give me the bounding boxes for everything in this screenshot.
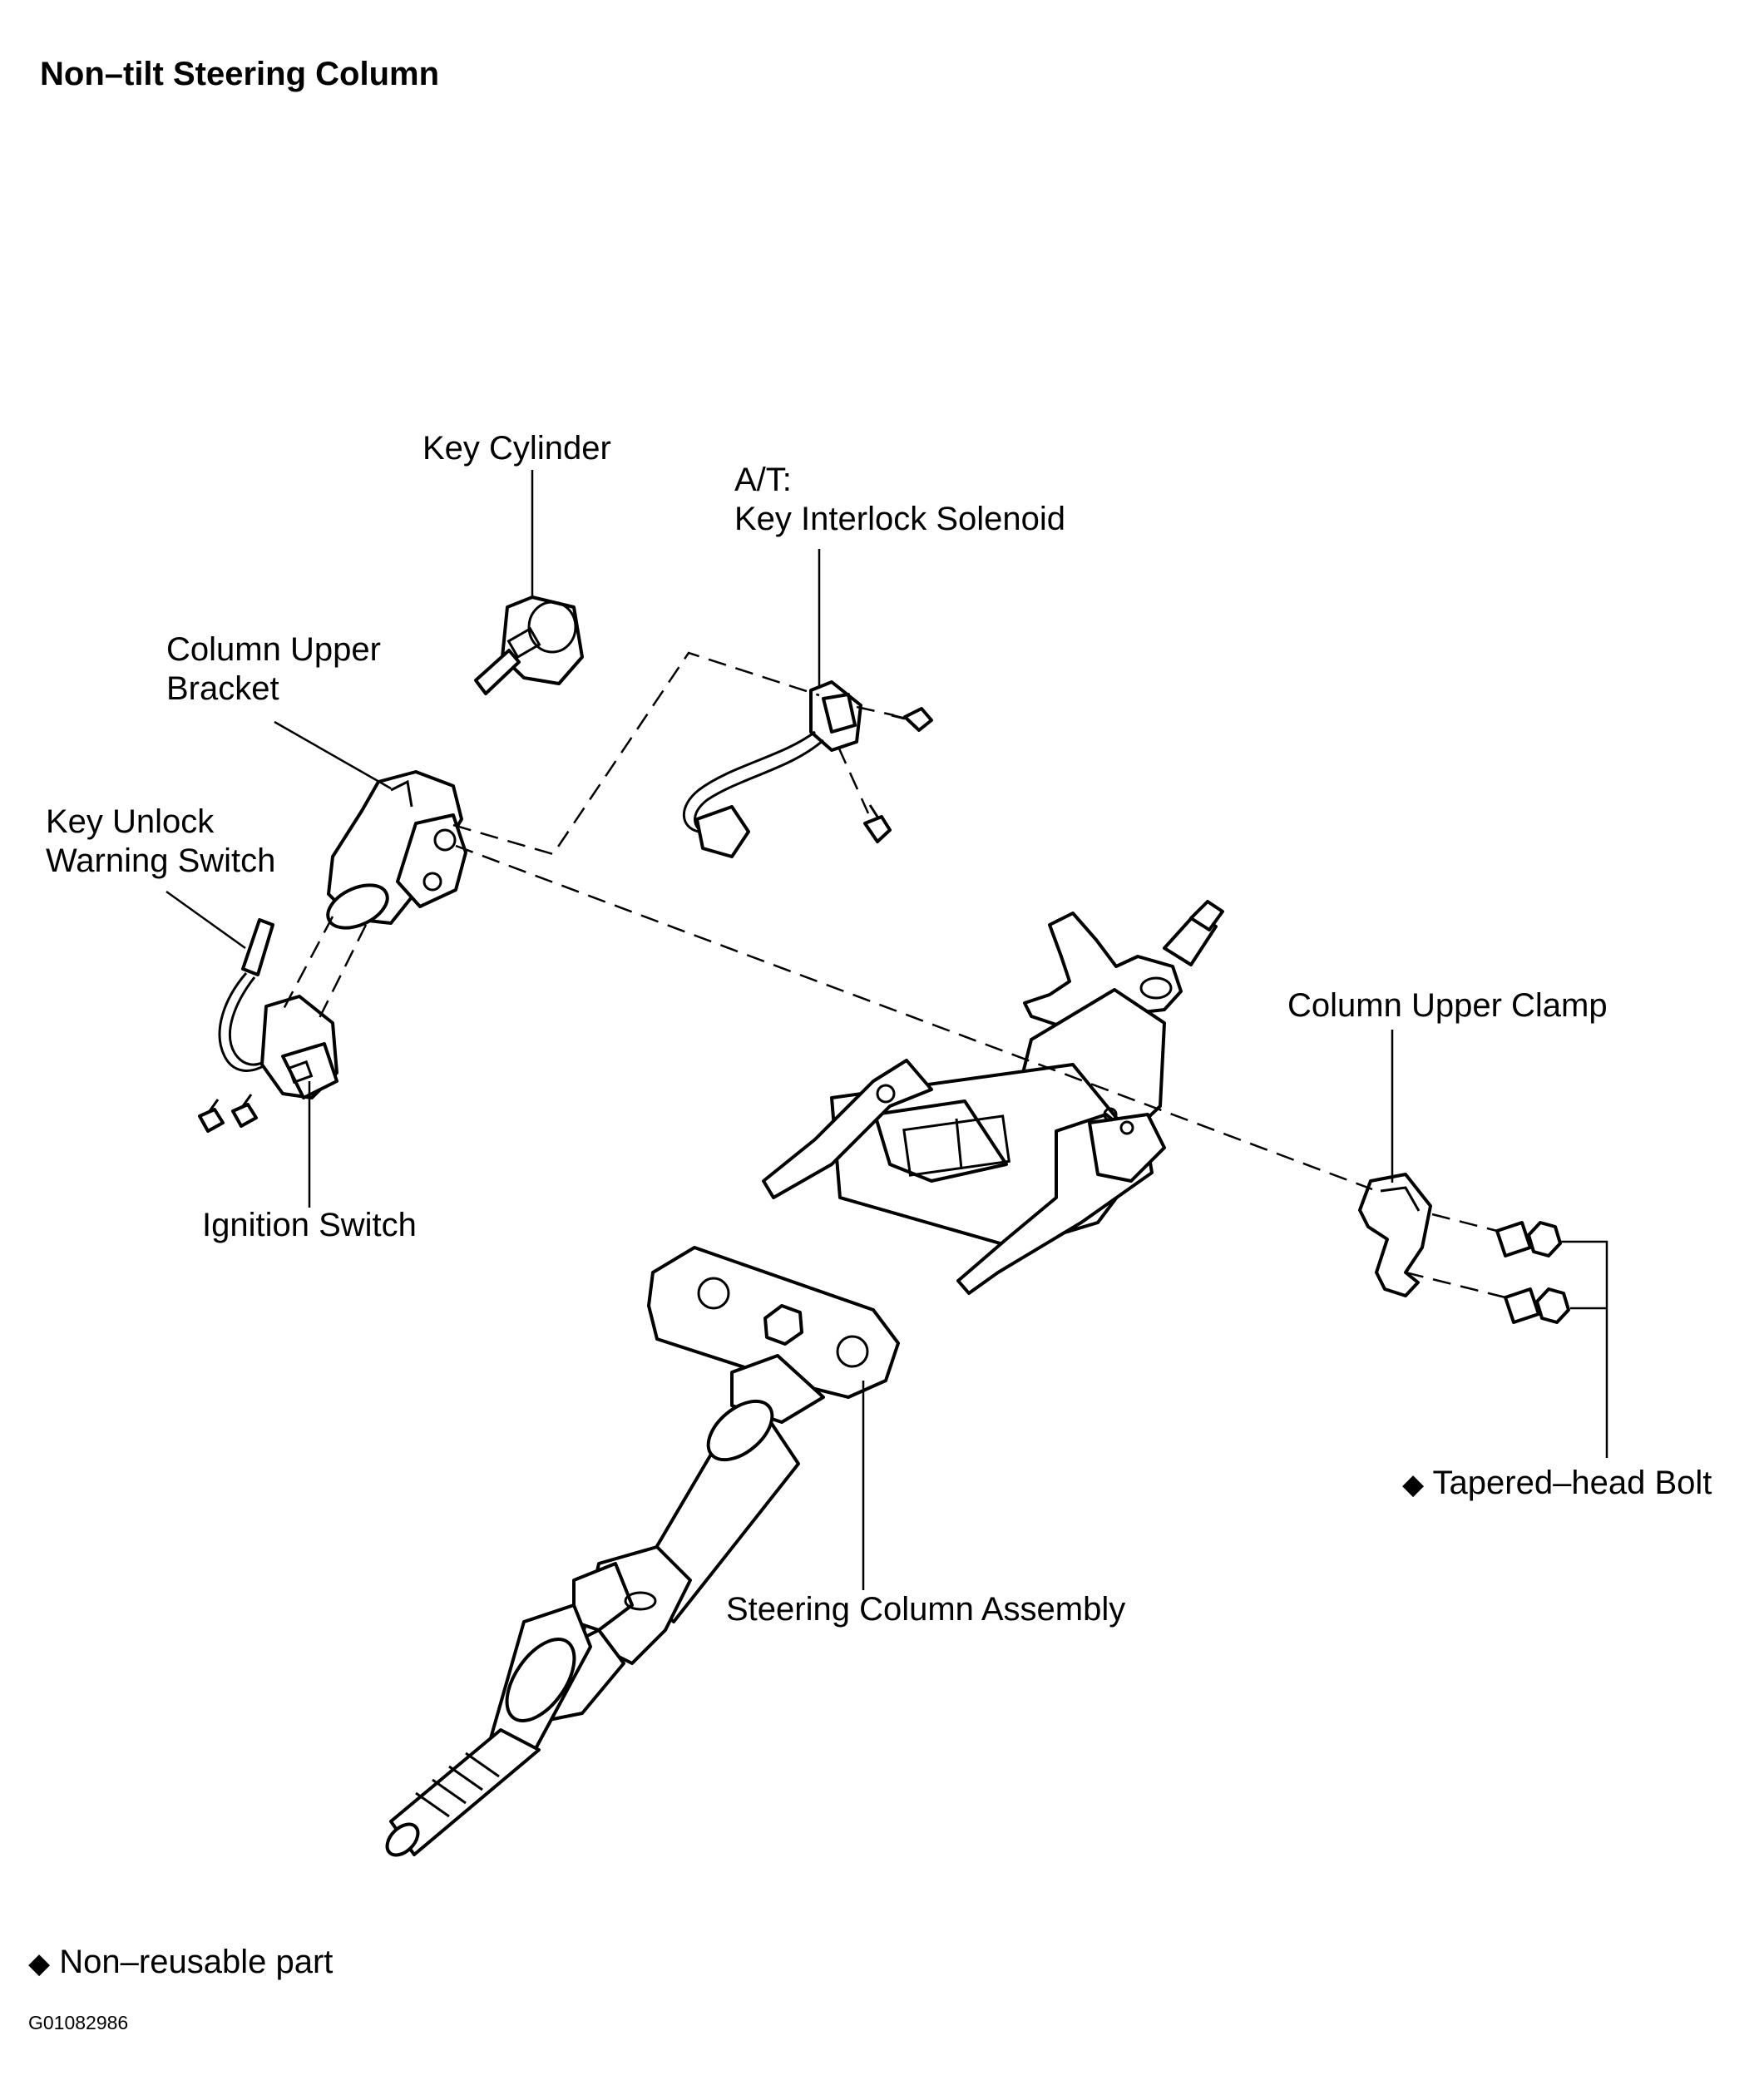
key-interlock-solenoid-part [682,680,933,858]
tapered-head-bolts [1495,1221,1570,1324]
diamond-icon: ◆ [28,1948,51,1979]
label-steering-column-assembly: Steering Column Assembly [726,1591,1126,1628]
column-upper-bracket-part [326,770,467,930]
legend-non-reusable: ◆ Non–reusable part [28,1942,333,1984]
label-key-unlock-warning-switch: Key Unlock Warning Switch [46,803,275,881]
label-column-upper-clamp: Column Upper Clamp [1287,987,1608,1024]
column-upper-clamp-part [1358,1173,1432,1297]
page-title: Non–tilt Steering Column [40,56,439,92]
label-key-unlock-line1: Key Unlock [46,803,215,840]
label-key-interlock-line2: Key Interlock Solenoid [734,501,1066,537]
key-cylinder-part [474,595,584,695]
label-key-interlock-solenoid: A/T: Key Interlock Solenoid [734,461,1065,539]
steering-column-assembly [385,900,1224,1857]
figure-code: G01082986 [28,2012,129,2033]
key-unlock-warning-switch-part [218,918,274,1072]
assembly-dashed-lines [281,651,1506,1299]
label-key-interlock-line1: A/T: [734,462,792,498]
label-column-upper-bracket-line2: Bracket [166,670,279,707]
label-ignition-switch: Ignition Switch [202,1207,417,1243]
label-tapered-head-bolt-text: Tapered–head Bolt [1432,1465,1712,1501]
label-column-upper-bracket: Column Upper Bracket [166,630,381,709]
label-tapered-head-bolt: ◆ Tapered–head Bolt [1402,1464,1712,1505]
label-key-unlock-line2: Warning Switch [46,842,276,879]
ignition-switch-part [198,995,338,1133]
legend-text: Non–reusable part [59,1944,334,1980]
label-key-cylinder: Key Cylinder [422,430,611,467]
leader-lines [166,470,1608,1590]
label-column-upper-bracket-line1: Column Upper [166,631,381,668]
diamond-icon: ◆ [1402,1469,1425,1500]
